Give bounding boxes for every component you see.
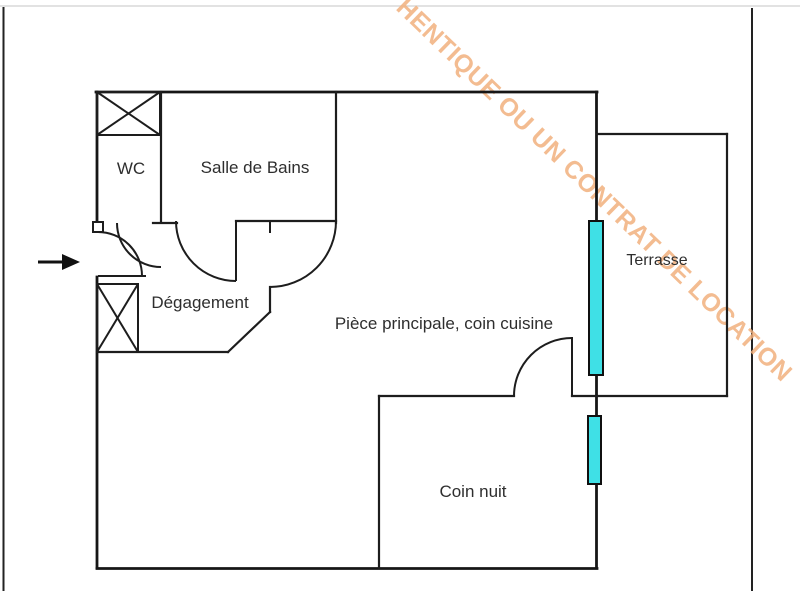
main-room-door (269, 220, 337, 288)
entrance-door-jamb (92, 221, 104, 233)
hallway-diagonal-wall (226, 310, 272, 354)
wc-door-arc (116, 222, 162, 268)
hallway-label: Dégagement (151, 293, 249, 312)
wc-walls (151, 90, 179, 225)
terrace-walls (595, 132, 729, 398)
entrance-door (92, 221, 146, 277)
wc-label: WC (117, 159, 145, 178)
entrance-arrow (38, 254, 80, 270)
shaft-box-top (96, 91, 161, 136)
terrace-label: Terrasse (626, 252, 687, 269)
bathroom-label: Salle de Bains (201, 158, 310, 177)
main-door-arc (269, 220, 337, 288)
entrance-door-arc (97, 231, 143, 277)
right-arrow-head-icon (62, 254, 80, 270)
window-small (587, 415, 602, 485)
bathroom-door (175, 220, 237, 282)
shaft-diagonal (96, 91, 161, 136)
crossed-box-icon (96, 283, 139, 353)
bathroom-door-arc (175, 220, 237, 282)
coin-nuit-door-arc (513, 337, 573, 397)
shaft-diagonal (96, 283, 139, 353)
sleeping-area-label: Coin nuit (439, 482, 506, 501)
window-large (588, 220, 604, 376)
shaft-box-bottom (96, 283, 139, 353)
main-room-label: Pièce principale, coin cuisine (335, 314, 553, 333)
bathroom-walls (234, 90, 338, 225)
sleeping-area-walls (377, 337, 599, 570)
